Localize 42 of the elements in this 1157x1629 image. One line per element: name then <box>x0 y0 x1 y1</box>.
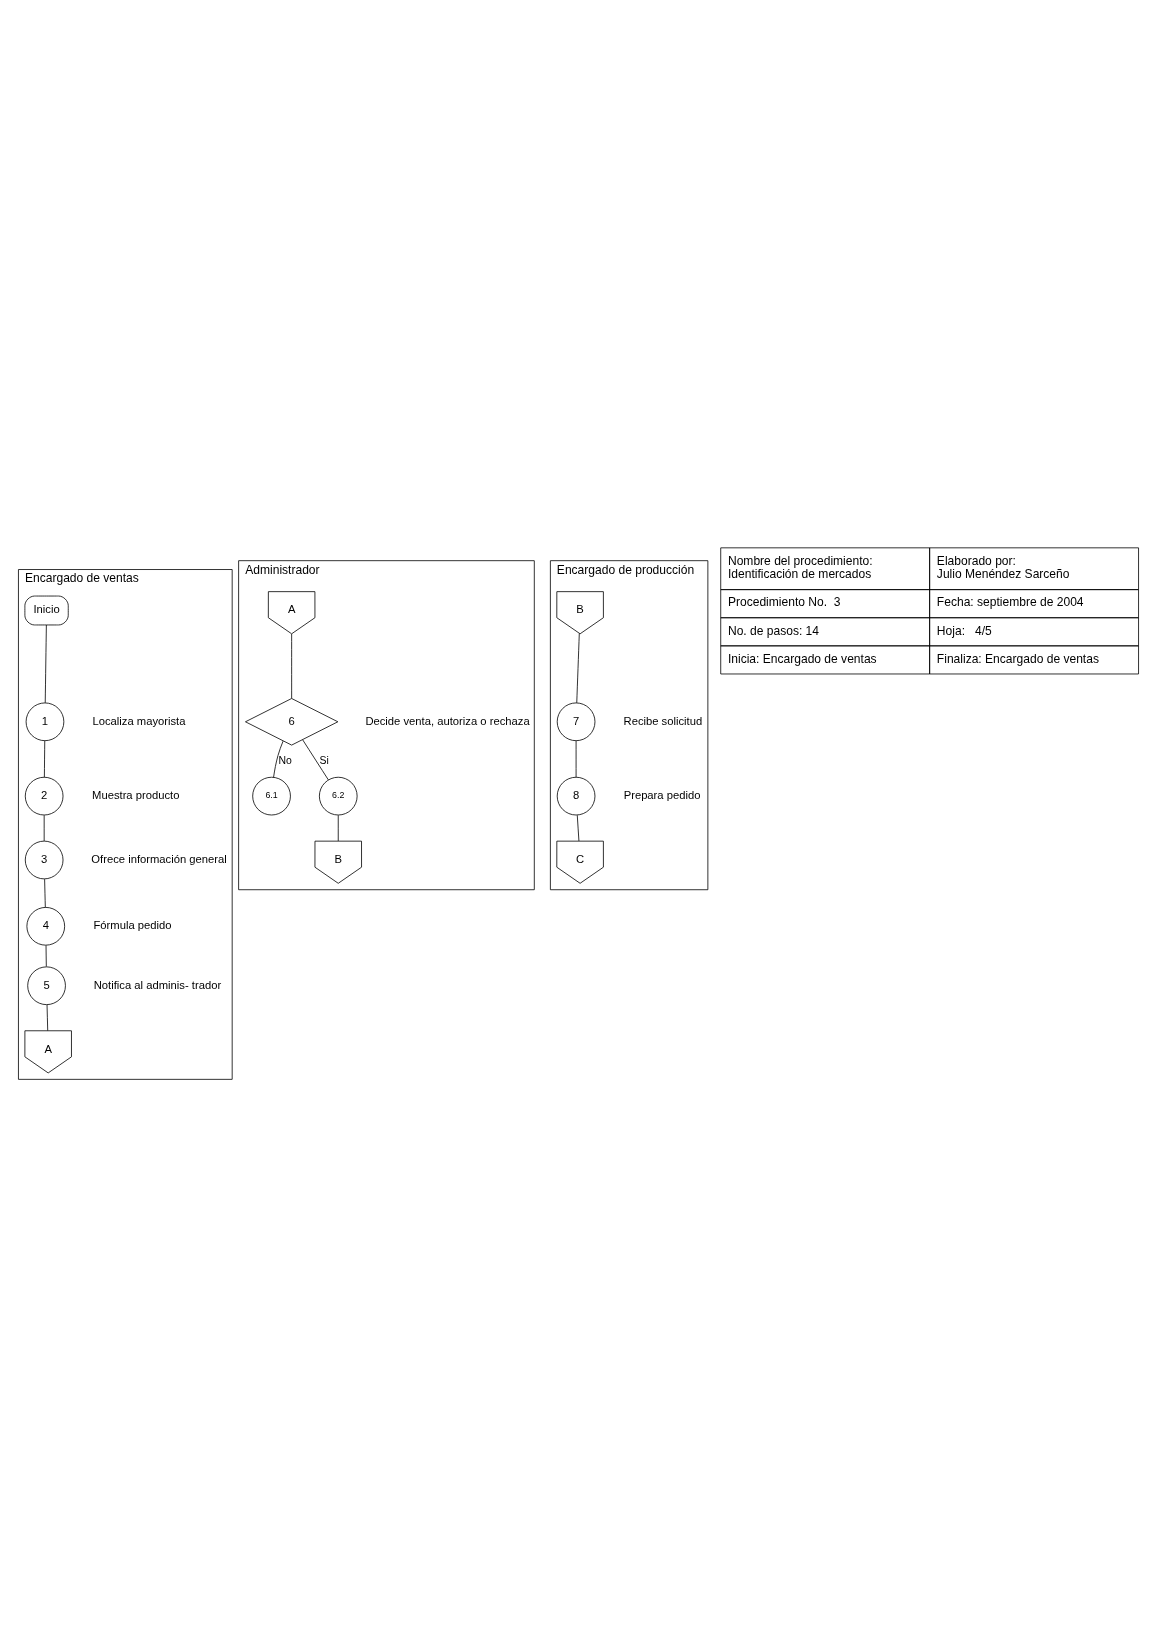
label: Fecha: septiembre de 2004 <box>936 594 1084 609</box>
node-label: Fórmula pedido <box>93 918 172 931</box>
connector <box>46 1004 49 1031</box>
connector <box>337 814 339 841</box>
node-diamond: 6 <box>245 697 339 745</box>
label: Procedimiento No. 3 <box>727 594 841 609</box>
node-circle: 4 <box>26 906 66 946</box>
node-label: Decide venta, autoriza o rechaza <box>365 714 530 727</box>
node-label: Recibe solicitud <box>623 714 703 727</box>
node-circle: 3 <box>24 840 64 879</box>
node-circle: 5 <box>27 965 66 1005</box>
node-label: Ofrece información general <box>91 852 227 865</box>
label: Elaborado por: <box>936 553 1016 568</box>
connector <box>43 740 46 778</box>
connector <box>575 740 577 778</box>
node-label: Muestra producto <box>92 788 180 801</box>
label: Hoja: 4/5 <box>936 623 992 638</box>
node-circle: 1 <box>25 702 65 741</box>
label: Julio Menéndez Sarceño <box>936 566 1070 581</box>
edge-label: No <box>278 754 292 766</box>
edge-label: Si <box>319 754 329 766</box>
connector <box>44 878 46 908</box>
node-circle: 2 <box>24 776 64 815</box>
connector <box>576 632 580 703</box>
connector <box>302 738 329 780</box>
connector <box>273 740 284 778</box>
node-label: Prepara pedido <box>623 788 701 801</box>
node-box: Inicio <box>24 595 69 625</box>
label: No. de pasos: 14 <box>727 623 820 638</box>
node-circle: 6.1 <box>252 776 291 815</box>
connector <box>43 814 45 841</box>
label: Finaliza: Encargado de ventas <box>936 651 1099 666</box>
node-circle: 7 <box>556 702 596 741</box>
connector <box>291 633 293 699</box>
connector <box>44 624 47 703</box>
connector <box>576 814 580 841</box>
label: Inicia: Encargado de ventas <box>727 651 877 666</box>
node-label: Localiza mayorista <box>92 714 186 727</box>
node-circle: 6.2 <box>318 776 358 815</box>
label: Nombre del procedimiento: <box>727 553 873 568</box>
node-label: Notifica al adminis- trador <box>93 978 222 991</box>
node-circle: 8 <box>556 776 596 815</box>
